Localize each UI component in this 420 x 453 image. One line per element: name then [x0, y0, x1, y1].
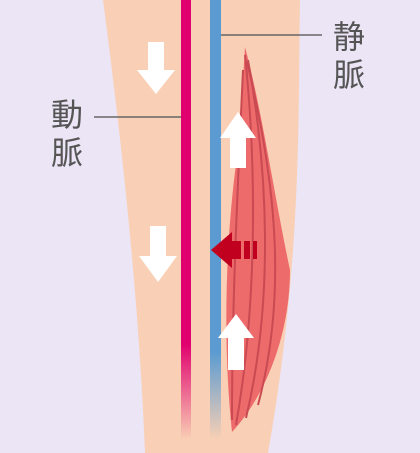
left-arrow-icon [211, 232, 257, 268]
up-arrow-icon [218, 314, 254, 370]
vein-label: 静脈 [332, 18, 365, 95]
vein-vessel [210, 0, 221, 440]
artery-vessel [181, 0, 191, 440]
down-arrow-icon [139, 226, 177, 282]
artery-label: 動脈 [50, 96, 83, 173]
down-arrow-icon [137, 42, 175, 94]
up-arrow-icon [220, 112, 256, 168]
